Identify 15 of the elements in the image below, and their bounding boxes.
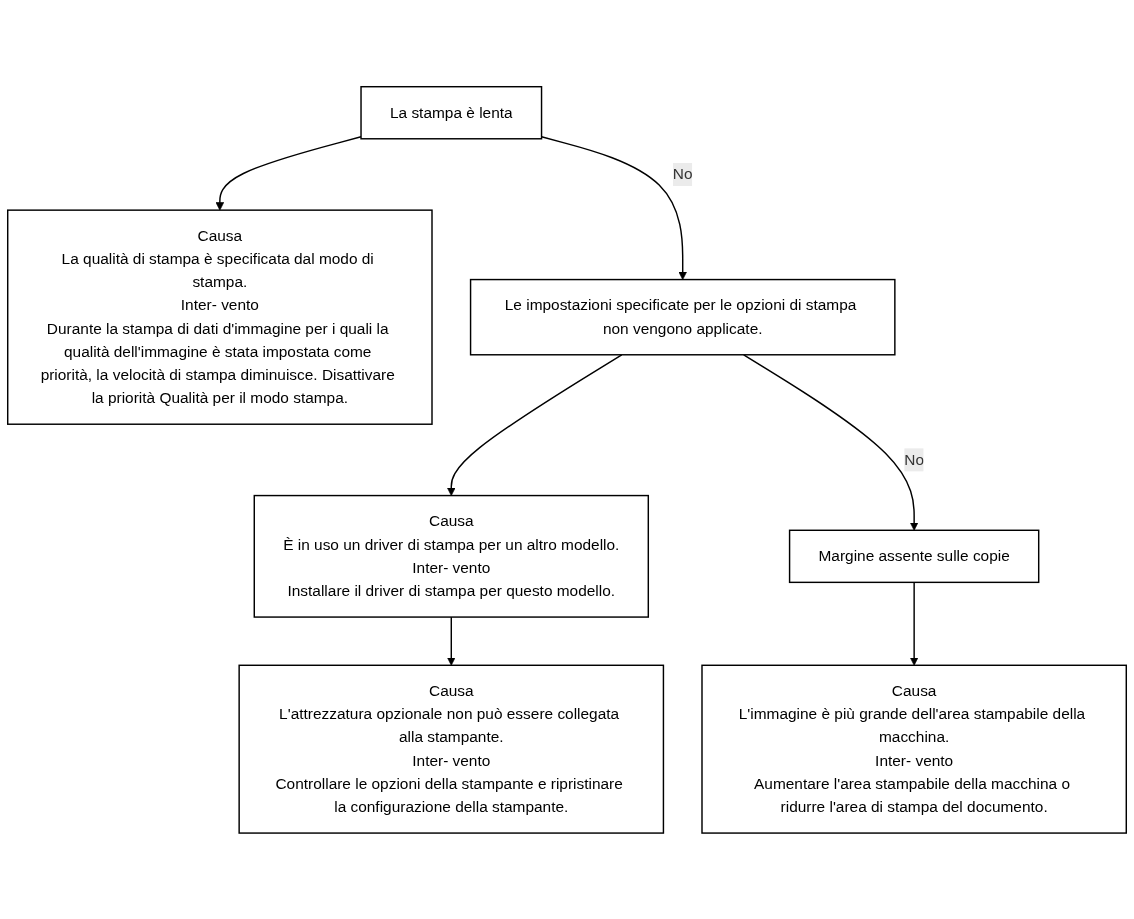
node-box: Causa L'immagine è più grande dell'area stampabile della macchina. Inter- vento Aumentare l'area stampabile della macchina o ridurre l'area di stampa del documento. (701, 664, 1127, 834)
node-box: Causa L'attrezzatura opzionale non può essere collegata alla stampante. Inter- vento Controllare le opzioni della stampante e ripristinare la configurazione della stampante. (238, 664, 665, 834)
node-box: Margine assente sulle copie (788, 529, 1040, 583)
arrow (447, 353, 623, 496)
node-box: Causa È in uso un driver di stampa per un altro modello. Inter- vento Installare il driver di stampa per questo modello. (253, 494, 650, 618)
arrow (909, 581, 919, 666)
arrow (742, 353, 919, 531)
node-box: Causa La qualità di stampa è specificata dal modo di stampa. Inter- vento Durante la stampa di dati d'immagine per i quali la qualità dell'immagine è stata impostata come priorità, la velocità di stampa diminuisce. Disattivare la priorità Qualità per il modo stampa. (7, 209, 433, 425)
edge-label: No (672, 165, 693, 182)
arrow (447, 615, 456, 666)
arrow (215, 135, 362, 211)
node-box: La stampa è lenta (360, 85, 543, 140)
node-box: Le impostazioni specificate per le opzioni di stampa non vengono applicate. (469, 278, 896, 356)
arrow (540, 135, 687, 280)
edge-label: No (904, 450, 924, 468)
